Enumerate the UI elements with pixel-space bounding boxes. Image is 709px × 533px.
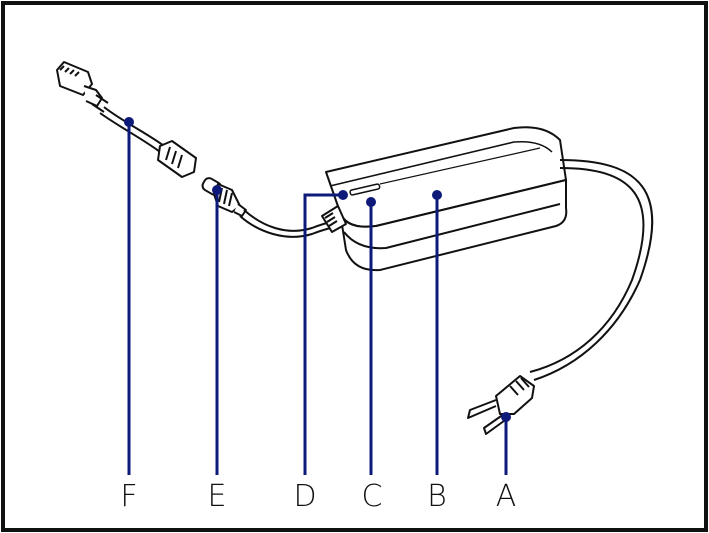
output-cable-port [321, 205, 347, 233]
callout-line-D [303, 193, 343, 475]
mains-cable-inner [529, 167, 645, 373]
callout-label-B: B [427, 479, 447, 514]
callout-label-F: F [120, 479, 137, 514]
power-adapter-body [325, 126, 568, 272]
callout-dot-A [501, 412, 511, 422]
callout-dot-D [338, 190, 348, 200]
callout-dot-E [212, 185, 222, 195]
mains-cable [533, 159, 654, 381]
callout-label-C: C [362, 479, 383, 514]
output-plug [201, 177, 247, 217]
callout-label-E: E [208, 479, 227, 514]
connector-adapter-cable [56, 61, 197, 178]
callout-label-A: A [496, 479, 517, 514]
callout-dot-C [366, 197, 376, 207]
callout-label-D: D [293, 479, 316, 514]
callout-dot-B [432, 190, 442, 200]
callout-dots [124, 117, 511, 422]
callout-labels: F E D C B A [120, 479, 516, 514]
callout-dot-F [124, 117, 134, 127]
mains-plug [467, 375, 535, 435]
callout-lines [127, 122, 508, 475]
